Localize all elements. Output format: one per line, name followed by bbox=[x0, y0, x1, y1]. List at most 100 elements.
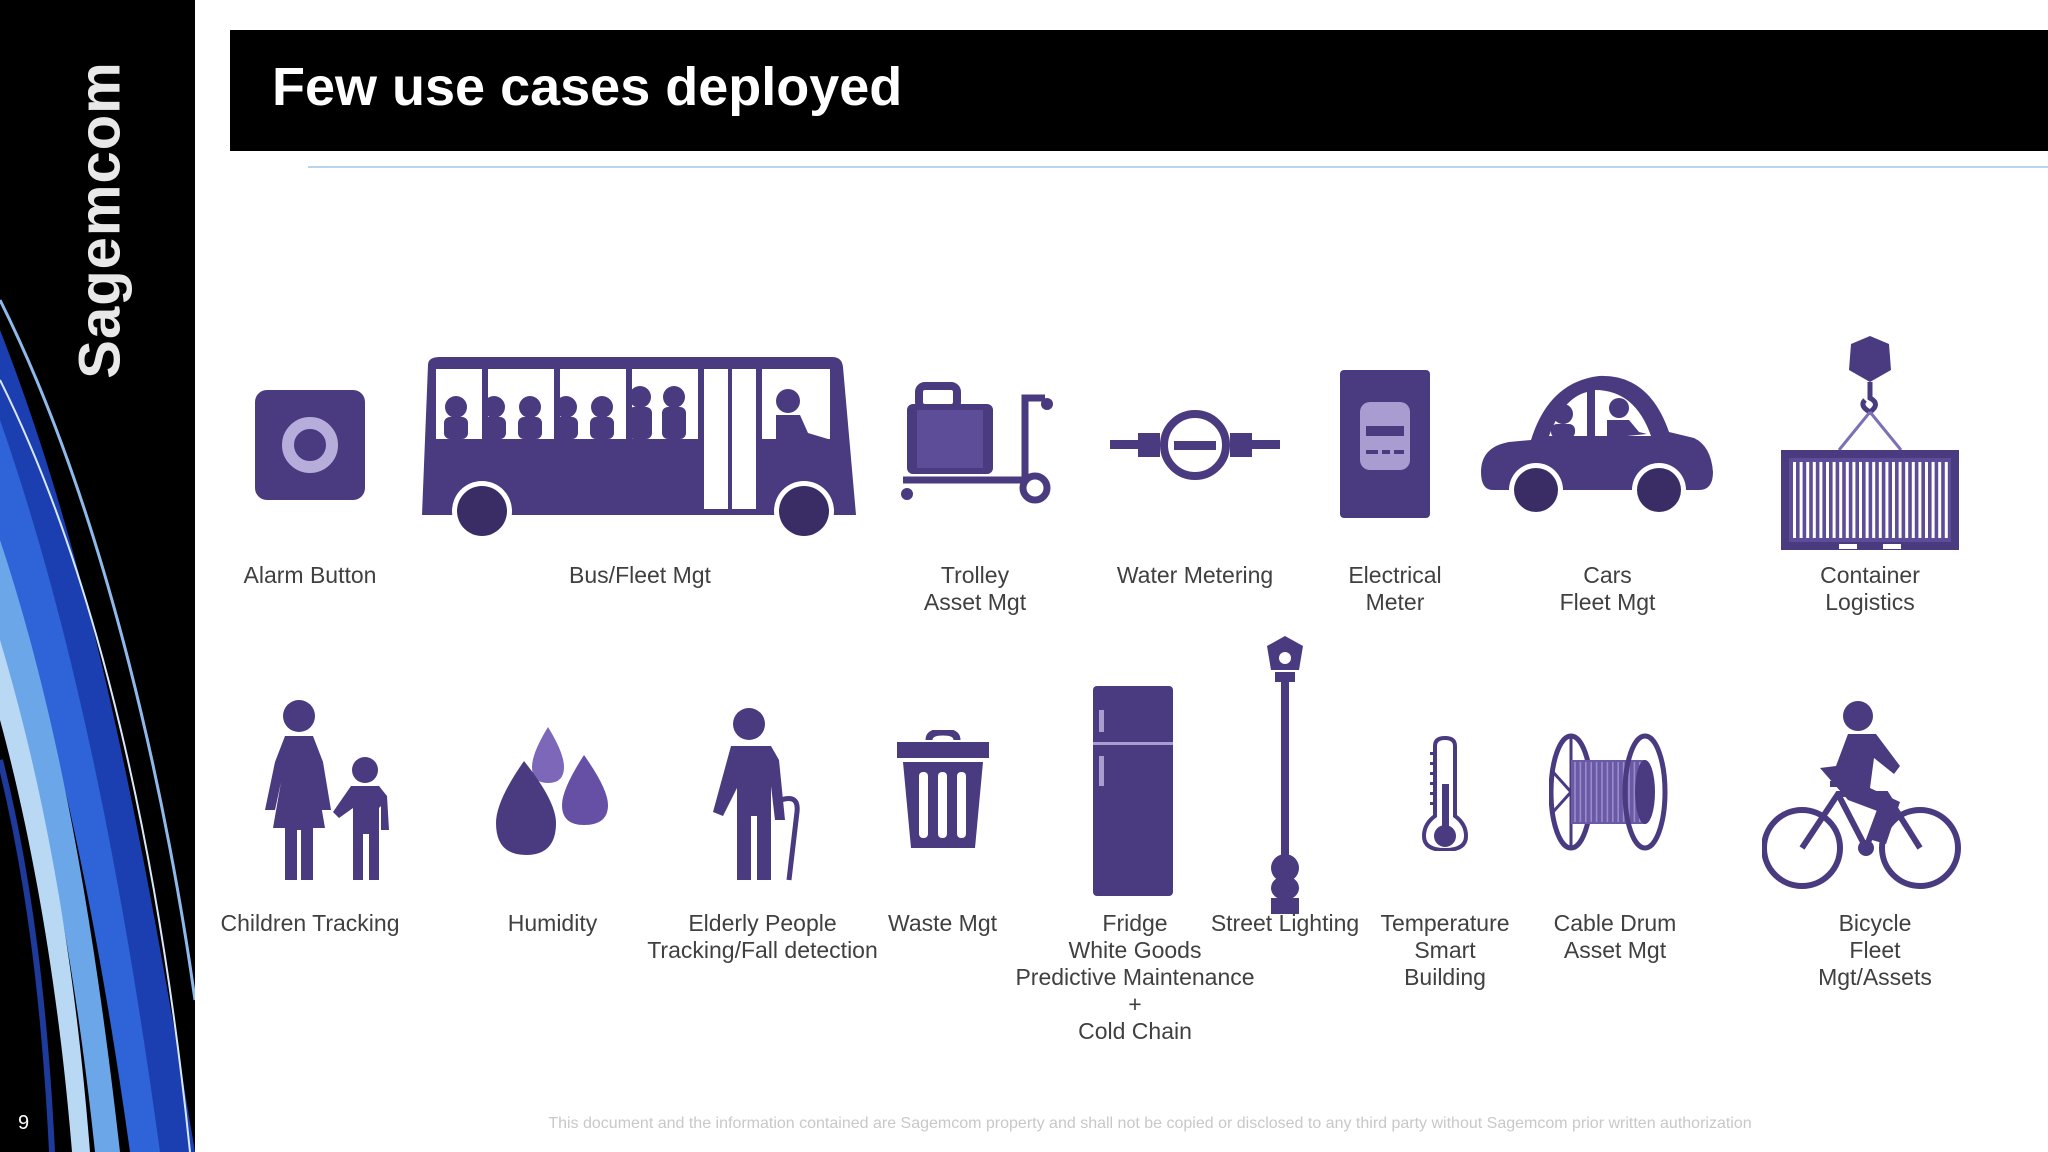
label-line: Mgt/Assets bbox=[1818, 964, 1932, 990]
tile-label: Street Lighting bbox=[1205, 910, 1365, 937]
label-line: Container bbox=[1820, 562, 1920, 588]
tile-label: Humidity bbox=[470, 910, 635, 937]
tile-fridge: Fridge White Goods Predictive Maintenanc… bbox=[1005, 680, 1265, 1060]
street-lamp-icon bbox=[1267, 636, 1303, 914]
tile-label: Container Logistics bbox=[1740, 562, 2000, 616]
tile-label: Waste Mgt bbox=[880, 910, 1005, 937]
label-line: Building bbox=[1404, 964, 1486, 990]
container-rib bbox=[1799, 462, 1803, 538]
label-line: Fleet bbox=[1849, 937, 1901, 963]
tile-label: Elderly People Tracking/Fall detection bbox=[645, 910, 880, 964]
label-line: Predictive Maintenance bbox=[1015, 964, 1255, 990]
label-line: Street Lighting bbox=[1210, 910, 1360, 936]
container-crane-icon bbox=[1781, 336, 1959, 550]
label-line: Cold Chain bbox=[1078, 1018, 1192, 1044]
container-rib bbox=[1938, 462, 1942, 538]
tile-label: Bus/Fleet Mgt bbox=[420, 562, 860, 589]
label-line: Electrical bbox=[1348, 562, 1442, 588]
container-rib bbox=[1892, 462, 1895, 538]
label-line: Elderly People bbox=[688, 910, 837, 936]
tile-label: Cable Drum Asset Mgt bbox=[1535, 910, 1695, 964]
label-line: Humidity bbox=[507, 910, 598, 936]
electrical-meter-icon bbox=[1340, 370, 1430, 518]
label-line: + bbox=[1128, 991, 1142, 1017]
container-rib bbox=[1872, 462, 1876, 538]
container-rib bbox=[1911, 462, 1915, 538]
container-rib bbox=[1832, 462, 1836, 538]
tile-trolley: Trolley Asset Mgt bbox=[895, 380, 1055, 620]
label-line: Children Tracking bbox=[220, 910, 400, 936]
label-line: Logistics bbox=[1825, 589, 1915, 615]
container-rib bbox=[1839, 462, 1843, 538]
container-rib bbox=[1931, 462, 1935, 538]
label-line: Bicycle bbox=[1838, 910, 1912, 936]
tile-label: Cars Fleet Mgt bbox=[1475, 562, 1740, 616]
label-line: Water Metering bbox=[1116, 562, 1274, 588]
tile-label: Trolley Asset Mgt bbox=[895, 562, 1055, 616]
label-line: Tracking/Fall detection bbox=[647, 937, 878, 963]
container-rib bbox=[1793, 462, 1796, 538]
tile-waste-mgt: Waste Mgt bbox=[880, 700, 1005, 950]
tile-temperature: Temperature Smart Building bbox=[1365, 700, 1525, 1000]
brand-logo: Sagemcom bbox=[67, 61, 133, 379]
tile-label: Water Metering bbox=[1105, 562, 1285, 589]
tile-label: Children Tracking bbox=[210, 910, 410, 937]
label-line: Alarm Button bbox=[243, 562, 377, 588]
cable-drum-icon bbox=[1549, 733, 1668, 851]
tile-cars-fleet: Cars Fleet Mgt bbox=[1475, 370, 1740, 620]
tile-alarm-button: Alarm Button bbox=[230, 380, 390, 620]
label-line: Cars bbox=[1583, 562, 1632, 588]
tile-label: Electrical Meter bbox=[1315, 562, 1475, 616]
tile-bicycle: Bicycle Fleet Mgt/Assets bbox=[1745, 690, 2005, 990]
label-line: Temperature bbox=[1380, 910, 1510, 936]
title-divider bbox=[308, 166, 2048, 168]
label-line: Fridge bbox=[1102, 910, 1168, 936]
water-drops-icon bbox=[496, 727, 608, 855]
label-line: Waste Mgt bbox=[887, 910, 998, 936]
adult-child-icon bbox=[265, 700, 389, 880]
container-rib bbox=[1865, 462, 1869, 538]
label-line: Fleet Mgt bbox=[1559, 589, 1656, 615]
label-line: Bus/Fleet Mgt bbox=[569, 562, 711, 588]
label-line: White Goods bbox=[1068, 937, 1202, 963]
elderly-person-cane-icon bbox=[713, 708, 800, 881]
tile-label: Temperature Smart Building bbox=[1365, 910, 1525, 991]
alarm-button-icon bbox=[255, 390, 365, 500]
container-rib bbox=[1944, 462, 1948, 538]
tile-cable-drum: Cable Drum Asset Mgt bbox=[1535, 700, 1695, 963]
container-rib bbox=[1925, 462, 1928, 538]
container-rib bbox=[1898, 462, 1902, 538]
label-line: Meter bbox=[1365, 589, 1425, 615]
container-rib bbox=[1826, 462, 1829, 538]
container-ribs bbox=[1793, 462, 1948, 538]
container-rib bbox=[1806, 462, 1810, 538]
label-line: Smart bbox=[1414, 937, 1476, 963]
container-rib bbox=[1812, 462, 1816, 538]
container-rib bbox=[1819, 462, 1823, 538]
label-line: Cable Drum bbox=[1553, 910, 1677, 936]
tile-label: Alarm Button bbox=[230, 562, 390, 589]
container-rib bbox=[1845, 462, 1849, 538]
label-line: Asset Mgt bbox=[1563, 937, 1667, 963]
water-meter-icon bbox=[1110, 410, 1280, 480]
tile-elderly-people: Elderly People Tracking/Fall detection bbox=[645, 700, 880, 963]
page-number: 9 bbox=[18, 1112, 30, 1134]
car-icon bbox=[1481, 375, 1713, 517]
tile-children-tracking: Children Tracking bbox=[210, 700, 410, 950]
title-bar: Few use cases deployed bbox=[230, 30, 2048, 151]
swoosh-graphic bbox=[0, 299, 195, 1152]
tile-label: Bicycle Fleet Mgt/Assets bbox=[1745, 910, 2005, 991]
trash-bin-icon bbox=[897, 730, 989, 848]
tile-water-metering: Water Metering bbox=[1105, 380, 1285, 620]
container-rib bbox=[1918, 462, 1922, 538]
tile-street-lighting: Street Lighting bbox=[1205, 630, 1365, 950]
container-rib bbox=[1905, 462, 1909, 538]
tile-bus-fleet: Bus/Fleet Mgt bbox=[420, 350, 860, 620]
page-title: Few use cases deployed bbox=[272, 57, 903, 117]
thermometer-icon bbox=[1421, 736, 1469, 851]
container-rib bbox=[1878, 462, 1882, 538]
confidentiality-footer: This document and the information contai… bbox=[548, 1115, 1752, 1132]
container-rib bbox=[1859, 462, 1862, 538]
container-rib bbox=[1885, 462, 1889, 538]
label-line: Asset Mgt bbox=[923, 589, 1027, 615]
